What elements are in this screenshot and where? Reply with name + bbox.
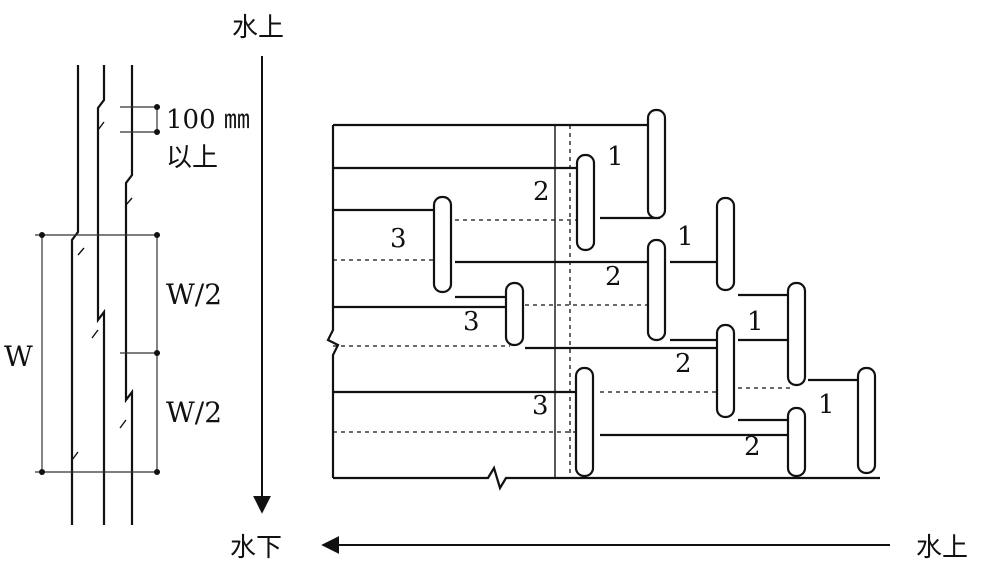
sheet-edge	[525, 338, 720, 350]
water-up-top-label: 水上	[232, 13, 284, 43]
w-dimension-lines	[35, 234, 160, 473]
rolled-edge	[646, 108, 667, 220]
sheet-number: 2	[744, 432, 761, 462]
dimension-dot	[154, 350, 160, 356]
flow-direction: 水上 水下 水上	[230, 13, 968, 563]
sheet-plan-view: 1 2 3 1 2 3 1 2 3 1 2	[326, 108, 880, 491]
rolled-edge	[786, 281, 807, 387]
seam-line-right	[124, 65, 134, 525]
sheet-edge	[670, 260, 790, 297]
rolled-edge	[786, 406, 807, 478]
sheet-number: 3	[390, 224, 407, 254]
rolled-edge	[432, 195, 453, 294]
water-down-label: 水下	[230, 533, 282, 563]
w-label: W	[4, 340, 33, 373]
rolled-edge	[504, 281, 525, 347]
rolled-edge	[646, 238, 667, 342]
sheet-number: 3	[532, 391, 549, 421]
water-up-right-label: 水上	[916, 533, 968, 563]
rolled-edge	[715, 323, 736, 419]
sheet-lap-dashed	[333, 304, 650, 347]
overlap-dimension-lines	[120, 106, 160, 133]
sheet-lap-dashed	[333, 387, 790, 433]
dimension-dot	[39, 469, 45, 475]
sheet-number: 2	[533, 177, 550, 207]
half-w-bottom-label: W/2	[166, 396, 222, 429]
sheet-edge	[738, 338, 860, 382]
sheet-number: 1	[607, 142, 624, 172]
sheet-number: 1	[677, 222, 694, 252]
sheet-number: 2	[675, 349, 692, 379]
rolled-edge	[856, 366, 877, 475]
overlap-value-label: 100 ㎜	[166, 105, 250, 135]
seam-section-view: 100 ㎜ 以上 W W/2 W/2	[4, 65, 250, 525]
sheet-number: 3	[463, 307, 480, 337]
sheet-number: 1	[747, 307, 764, 337]
half-w-top-label: W/2	[166, 278, 222, 311]
dimension-dot	[154, 104, 160, 110]
sheet-number: 1	[818, 390, 835, 420]
overlap-suffix-label: 以上	[166, 143, 218, 173]
sheet-number: 2	[605, 262, 622, 292]
dimension-dot	[154, 129, 160, 135]
dimension-dot	[154, 469, 160, 475]
seam-ticks	[71, 121, 133, 461]
rolled-edge	[574, 366, 595, 478]
seam-line-middle	[96, 65, 106, 525]
rolled-edge	[575, 153, 596, 252]
dimension-dot	[39, 232, 45, 238]
frame-bottom-edge	[333, 465, 880, 491]
frame-left-edge	[326, 125, 340, 478]
sheet-lap-dashed	[333, 219, 580, 261]
seam-line-left	[70, 65, 80, 525]
rolled-edge	[715, 196, 736, 292]
sheet-edge	[600, 418, 790, 437]
dimension-dot	[154, 232, 160, 238]
